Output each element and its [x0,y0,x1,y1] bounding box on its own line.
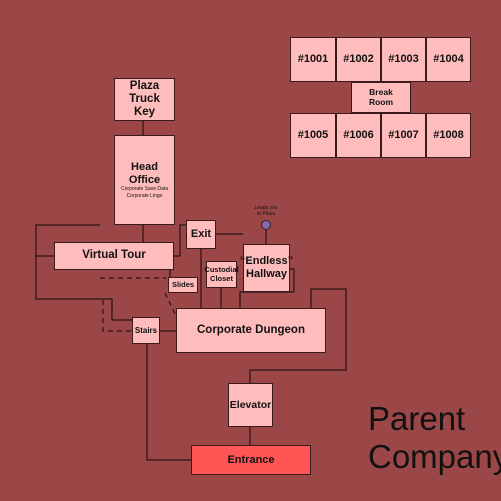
stairs-label: Stairs [134,325,158,335]
connector-hallway-dungeon [239,268,295,308]
room-entrance[interactable]: Entrance [191,445,311,475]
endless-hallway-line1: “Endless” [239,255,294,268]
room-slides[interactable]: Slides [168,277,198,293]
elevator-label: Elevator [229,398,272,411]
room-plaza-truck-key[interactable]: Plaza Truck Key [114,78,175,121]
office-1004-label: #1004 [433,53,464,66]
office-1005-label: #1005 [297,129,329,142]
break-room-line1: Break [369,86,393,97]
dashed-passage-dungeon [164,292,179,321]
room-stairs[interactable]: Stairs [132,317,160,344]
room-office-1004[interactable]: #1004 [426,37,471,82]
room-office-1006[interactable]: #1006 [336,113,381,158]
plaza-truck-key-line1: Plaza Truck [129,79,160,105]
corporate-dungeon-label: Corporate Dungeon [197,323,305,336]
head-office-sub1: Corporate Save Data [121,186,168,193]
room-endless-hallway[interactable]: “Endless” Hallway [239,244,294,292]
connector-tour-stairs [35,256,132,321]
office-1008-label: #1008 [433,129,464,142]
office-1001-label: #1001 [297,53,329,66]
office-1007-label: #1007 [388,129,419,142]
room-office-1007[interactable]: #1007 [381,113,426,158]
slides-label: Slides [171,279,195,289]
connector-tour-loop-top [35,224,100,257]
entrance-label: Entrance [227,453,275,466]
room-custodial-closet[interactable]: Custodial Closet [204,261,239,288]
endless-hallway-line2: Hallway [246,268,287,280]
map-title: Parent Company [368,400,501,476]
head-office-sub2: Corporate Lingo [126,192,163,199]
room-head-office[interactable]: Head Office Corporate Save Data Corporat… [114,135,175,225]
office-1003-label: #1003 [388,53,419,66]
connector-dungeon-elevator [249,288,347,383]
room-exit[interactable]: Exit [186,220,216,249]
custodial-closet-line1: Custodial [204,264,239,274]
head-office-label: Head Office [128,161,161,186]
room-break-room[interactable]: Break Room [351,82,411,113]
room-office-1001[interactable]: #1001 [290,37,336,82]
break-room-line2: Room [368,96,394,107]
connector-stairs-entrance [146,344,192,461]
plaza-marker-icon[interactable] [261,220,271,230]
virtual-tour-label: Virtual Tour [82,249,146,262]
room-office-1002[interactable]: #1002 [336,37,381,82]
room-elevator[interactable]: Elevator [228,383,273,427]
marker-line2: to Plaza [256,211,276,217]
room-virtual-tour[interactable]: Virtual Tour [54,242,174,270]
plaza-truck-key-line2: Key [133,106,156,119]
custodial-closet-line2: Closet [210,273,233,283]
marker-line1: Leads you [254,205,278,211]
room-corporate-dungeon[interactable]: Corporate Dungeon [176,308,326,353]
marker-label: Leads you to Plaza [248,205,284,217]
room-office-1008[interactable]: #1008 [426,113,471,158]
map-title-line2: Company [368,437,501,475]
dashed-passage-stairs [102,300,132,332]
map-title-line1: Parent [368,400,466,437]
room-office-1003[interactable]: #1003 [381,37,426,82]
office-1002-label: #1002 [343,53,374,66]
room-office-1005[interactable]: #1005 [290,113,336,158]
office-1006-label: #1006 [343,129,374,142]
exit-label: Exit [190,228,212,241]
